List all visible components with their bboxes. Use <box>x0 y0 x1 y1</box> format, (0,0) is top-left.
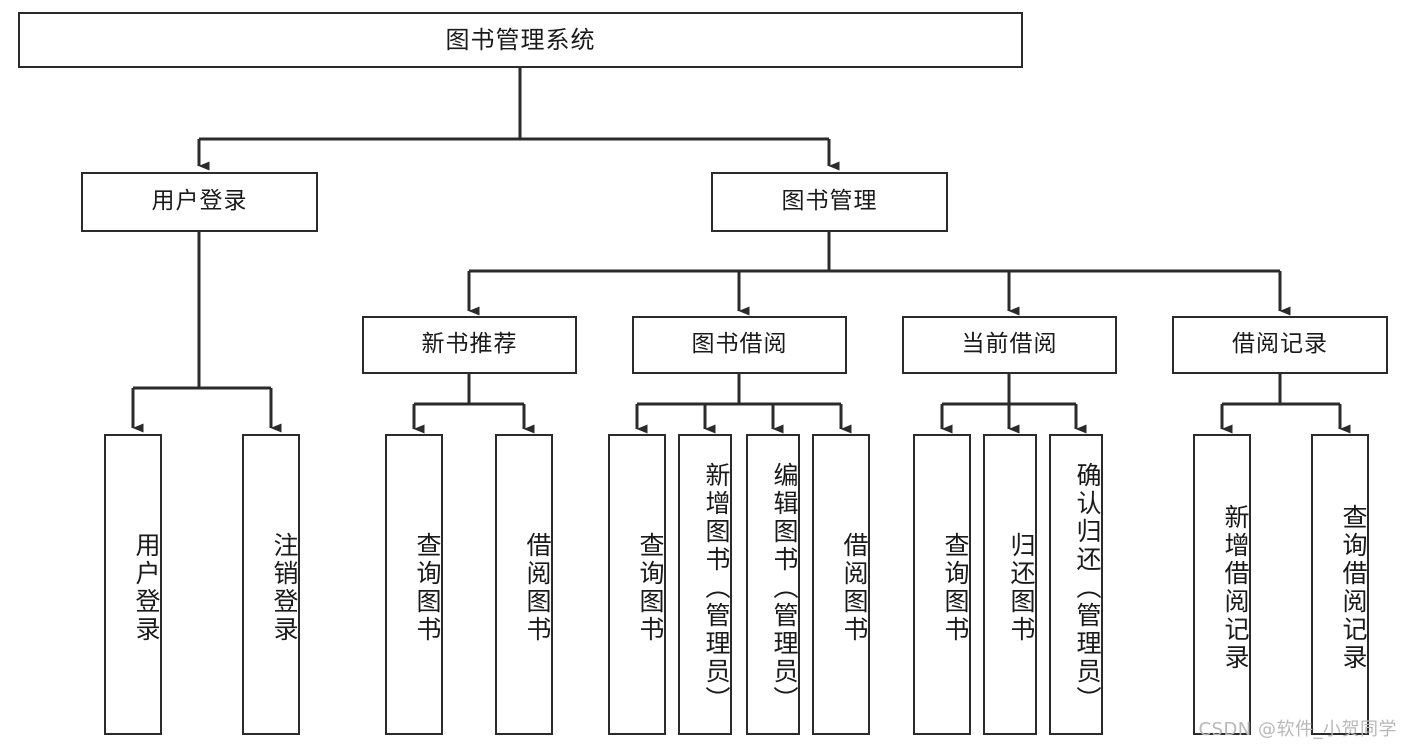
node-label: 用户登录 <box>151 188 248 215</box>
node-book-management[interactable]: 图书管理 <box>711 172 948 232</box>
node-label: 借阅记录 <box>1232 331 1328 358</box>
node-current-borrow[interactable]: 当前借阅 <box>902 316 1117 374</box>
csdn-watermark: CSDN @软件_小贺同学 <box>1198 719 1397 740</box>
node-leaf-return-book[interactable]: 归还图书 <box>983 434 1037 735</box>
node-label: 查询借阅记录 <box>1339 503 1368 672</box>
node-label: 归还图书 <box>1007 531 1036 644</box>
node-leaf-add-book[interactable]: 新增图书（管理员） <box>678 434 732 735</box>
node-leaf-query-book-2[interactable]: 查询图书 <box>608 434 666 735</box>
node-label: 图书管理系统 <box>445 25 596 54</box>
node-label: 查询图书 <box>941 531 970 644</box>
node-leaf-user-login[interactable]: 用户登录 <box>104 434 162 735</box>
node-label: 图书管理 <box>781 188 878 215</box>
node-label: 编辑图书（管理员） <box>770 461 799 714</box>
node-label: 查询图书 <box>413 531 442 644</box>
node-label: 图书借阅 <box>691 331 788 358</box>
node-leaf-confirm-return[interactable]: 确认归还（管理员） <box>1049 434 1103 735</box>
node-label: 新增图书（管理员） <box>702 461 731 714</box>
node-label: 注销登录 <box>270 531 299 644</box>
node-label: 借阅图书 <box>840 531 869 644</box>
node-label: 用户登录 <box>132 531 161 644</box>
node-leaf-query-book-1[interactable]: 查询图书 <box>385 434 443 735</box>
node-leaf-borrow-book-2[interactable]: 借阅图书 <box>812 434 870 735</box>
node-label: 查询图书 <box>636 531 665 644</box>
node-leaf-edit-book[interactable]: 编辑图书（管理员） <box>746 434 800 735</box>
node-user-login[interactable]: 用户登录 <box>81 172 318 232</box>
node-leaf-query-book-3[interactable]: 查询图书 <box>913 434 971 735</box>
node-label: 当前借阅 <box>961 331 1058 358</box>
node-root-book-management-system[interactable]: 图书管理系统 <box>18 12 1023 68</box>
node-label: 借阅图书 <box>523 531 552 644</box>
node-leaf-query-borrow-record[interactable]: 查询借阅记录 <box>1311 434 1369 735</box>
node-label: 新增借阅记录 <box>1221 503 1250 672</box>
node-leaf-logout-login[interactable]: 注销登录 <box>242 434 300 735</box>
node-label: 新书推荐 <box>421 331 518 358</box>
node-label: 确认归还（管理员） <box>1073 461 1102 714</box>
node-new-book-recommend[interactable]: 新书推荐 <box>362 316 577 374</box>
node-leaf-add-borrow-record[interactable]: 新增借阅记录 <box>1193 434 1251 735</box>
node-borrow-record[interactable]: 借阅记录 <box>1172 316 1388 374</box>
node-book-borrow[interactable]: 图书借阅 <box>632 316 847 374</box>
node-leaf-borrow-book-1[interactable]: 借阅图书 <box>495 434 553 735</box>
